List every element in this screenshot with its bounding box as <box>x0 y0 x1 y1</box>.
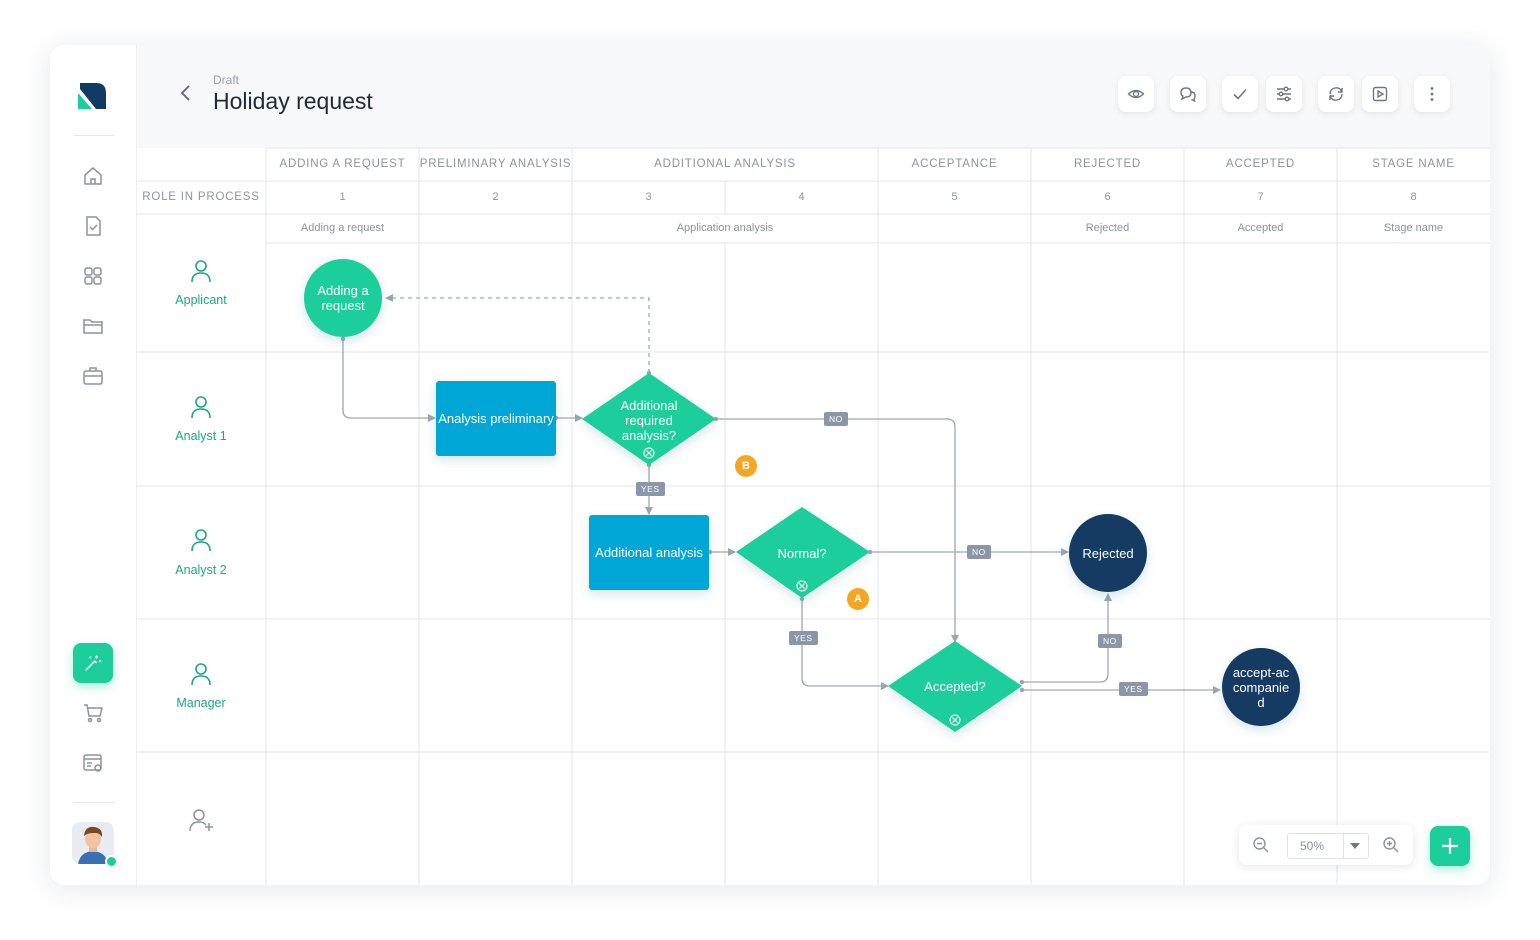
status-label: Draft <box>213 73 240 87</box>
close-circle-icon <box>643 447 655 459</box>
start-node[interactable]: Adding a request <box>317 283 369 313</box>
grid-icon[interactable] <box>78 261 108 291</box>
page-title: Holiday request <box>213 88 373 114</box>
user-icon <box>191 529 211 552</box>
column-number: 6 <box>1104 191 1111 203</box>
stage-header: ACCEPTED <box>1225 158 1296 170</box>
column-number: 8 <box>1410 191 1417 203</box>
stage-header: ADDITIONAL ANALYSIS <box>654 158 796 170</box>
column-number: 4 <box>798 191 805 203</box>
phase-label: Application analysis <box>676 222 774 234</box>
header-bar <box>136 45 1490 148</box>
plus-icon <box>1442 838 1458 854</box>
comment-badge[interactable]: B <box>735 455 757 477</box>
sidebar <box>50 45 137 885</box>
close-circle-icon <box>949 714 961 726</box>
role-label[interactable]: Applicant <box>175 293 227 307</box>
edge-label-yes: YES <box>1119 682 1148 696</box>
end-node-rejected[interactable]: Rejected <box>1082 545 1134 561</box>
edge-no1 <box>716 418 959 643</box>
column-number: 2 <box>492 191 499 203</box>
column-number: 7 <box>1257 191 1264 203</box>
start-node-shape <box>304 259 382 337</box>
role-column-header: ROLE IN PROCESS <box>142 191 260 203</box>
eye-icon[interactable] <box>1118 76 1154 112</box>
more-icon[interactable] <box>1414 76 1450 112</box>
role-label[interactable]: Analyst 1 <box>175 429 227 443</box>
zoom-control: 50% <box>1239 825 1413 865</box>
back-arrow-icon[interactable] <box>176 83 196 103</box>
play-icon[interactable] <box>1362 76 1398 112</box>
sliders-icon[interactable] <box>1266 76 1302 112</box>
accept-end-node-shape <box>1222 648 1300 726</box>
stage-header: REJECTED <box>1073 158 1142 170</box>
stage-header: STAGE NAME <box>1372 158 1455 170</box>
role-label[interactable]: Manager <box>176 696 226 710</box>
edge-label-no: NO <box>967 545 991 559</box>
phase-label: Accepted <box>1237 222 1284 234</box>
phase-label: Rejected <box>1085 222 1130 234</box>
user-icon <box>191 260 211 283</box>
analysis-preliminary-shape <box>436 381 556 456</box>
close-circle-icon <box>796 580 808 592</box>
task-additional-analysis[interactable]: Additional analysis <box>595 544 703 560</box>
user-icon <box>191 396 211 419</box>
add-user-icon[interactable] <box>188 807 214 833</box>
sidebar-divider <box>74 135 114 136</box>
column-number: 3 <box>645 191 652 203</box>
decision-normal[interactable]: Normal? <box>777 545 827 561</box>
edge-label-yes: YES <box>636 482 665 496</box>
comments-icon[interactable] <box>1170 76 1206 112</box>
cart-icon[interactable] <box>78 698 108 728</box>
decision-additional-analysis[interactable]: Additional required analysis? <box>620 397 678 443</box>
phase-label: Stage name <box>1383 222 1444 234</box>
decision-accepted[interactable]: Accepted? <box>924 678 986 694</box>
chevron-down-icon <box>1350 843 1360 849</box>
stage-header: ADDING A REQUEST <box>279 158 406 170</box>
process-grid <box>136 147 1490 885</box>
app-window: Draft Holiday request ADDING A REQUEST P… <box>50 45 1490 885</box>
zoom-in-icon[interactable] <box>1382 836 1400 854</box>
online-status-dot <box>105 855 118 868</box>
role-label[interactable]: Analyst 2 <box>175 563 227 577</box>
additional-analysis-shape <box>589 515 709 590</box>
folder-icon[interactable] <box>78 311 108 341</box>
avatar[interactable] <box>72 822 114 864</box>
briefcase-icon[interactable] <box>78 361 108 391</box>
decision-normal-shape <box>736 507 870 598</box>
user-icon <box>191 663 211 686</box>
edge-yes2 <box>801 599 889 690</box>
magic-wand-icon[interactable] <box>73 643 113 683</box>
add-button[interactable] <box>1430 826 1470 866</box>
comment-badge[interactable]: A <box>847 588 869 610</box>
edge-label-no: NO <box>824 412 848 426</box>
decision-additional-shape <box>582 373 716 465</box>
rejected-node-shape <box>1069 514 1147 592</box>
document-check-icon[interactable] <box>78 211 108 241</box>
zoom-value: 50% <box>1300 839 1325 853</box>
stage-header: ACCEPTANCE <box>911 158 998 170</box>
decision-accepted-shape <box>888 641 1022 732</box>
zoom-select[interactable]: 50% <box>1287 833 1369 859</box>
edge-label-yes: YES <box>789 631 818 645</box>
sidebar-divider <box>74 802 114 803</box>
stage-header: PRELIMINARY ANALYSIS <box>419 158 572 170</box>
end-node-accepted[interactable]: accept-accompanied <box>1232 664 1290 710</box>
refresh-icon[interactable] <box>1318 76 1354 112</box>
edge-no3 <box>1022 593 1112 683</box>
edge-label-no: NO <box>1098 634 1122 648</box>
column-number: 5 <box>951 191 958 203</box>
browser-settings-icon[interactable] <box>78 748 108 778</box>
edge-back-dashed <box>385 294 650 373</box>
app-logo[interactable] <box>76 79 110 113</box>
column-number: 1 <box>339 191 346 203</box>
phase-label: Adding a request <box>300 222 385 234</box>
home-icon[interactable] <box>78 161 108 191</box>
check-icon[interactable] <box>1222 76 1258 112</box>
zoom-out-icon[interactable] <box>1252 836 1270 854</box>
task-analysis-preliminary[interactable]: Analysis preliminary <box>438 410 554 426</box>
edge-start-analysis <box>342 339 436 422</box>
